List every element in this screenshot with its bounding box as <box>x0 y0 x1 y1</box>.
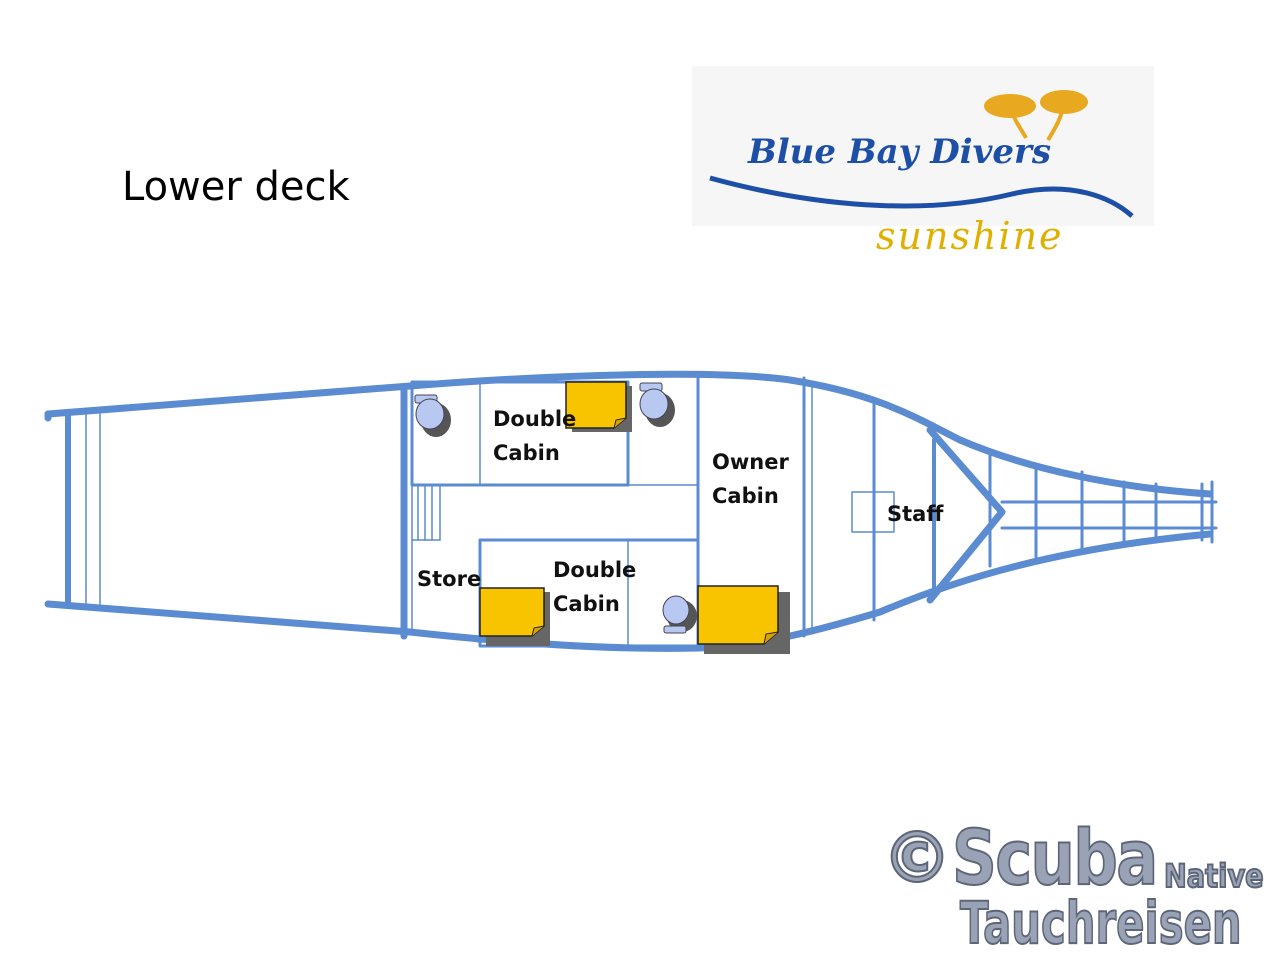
double-cabin-upper-line2: Cabin <box>493 441 560 465</box>
watermark-copyright: © <box>881 817 953 899</box>
logo-sub: sunshine <box>876 214 1064 258</box>
bed-icon <box>479 587 550 646</box>
page-title: Lower deck <box>122 164 350 210</box>
watermark-native: Native <box>1163 857 1264 895</box>
bed-icon <box>697 585 790 654</box>
double-cabin-lower-label: Double Cabin <box>553 553 636 621</box>
logo-name: Blue Bay Divers <box>748 132 1052 172</box>
bed-icon <box>565 381 632 432</box>
double-cabin-upper-line1: Double <box>493 407 577 431</box>
palm-tree-icon <box>984 90 1088 142</box>
owner-cabin-line2: Cabin <box>712 484 779 508</box>
double-cabin-lower-line1: Double <box>553 558 637 582</box>
double-cabin-lower-line2: Cabin <box>553 592 620 616</box>
brand-logo: Blue Bay Divers <box>692 66 1154 226</box>
owner-cabin-label: Owner Cabin <box>712 445 789 513</box>
toilet-icon <box>639 382 675 427</box>
toilet-icon <box>662 595 697 634</box>
watermark-brand: Scuba <box>951 813 1159 902</box>
wave-icon <box>709 175 1134 218</box>
owner-cabin-line1: Owner <box>712 450 789 474</box>
store-label: Store <box>417 567 482 591</box>
toilet-icon <box>414 394 451 437</box>
staff-label: Staff <box>887 502 944 526</box>
double-cabin-upper-label: Double Cabin <box>493 402 576 470</box>
watermark-line2: Tauchreisen <box>959 889 1242 957</box>
